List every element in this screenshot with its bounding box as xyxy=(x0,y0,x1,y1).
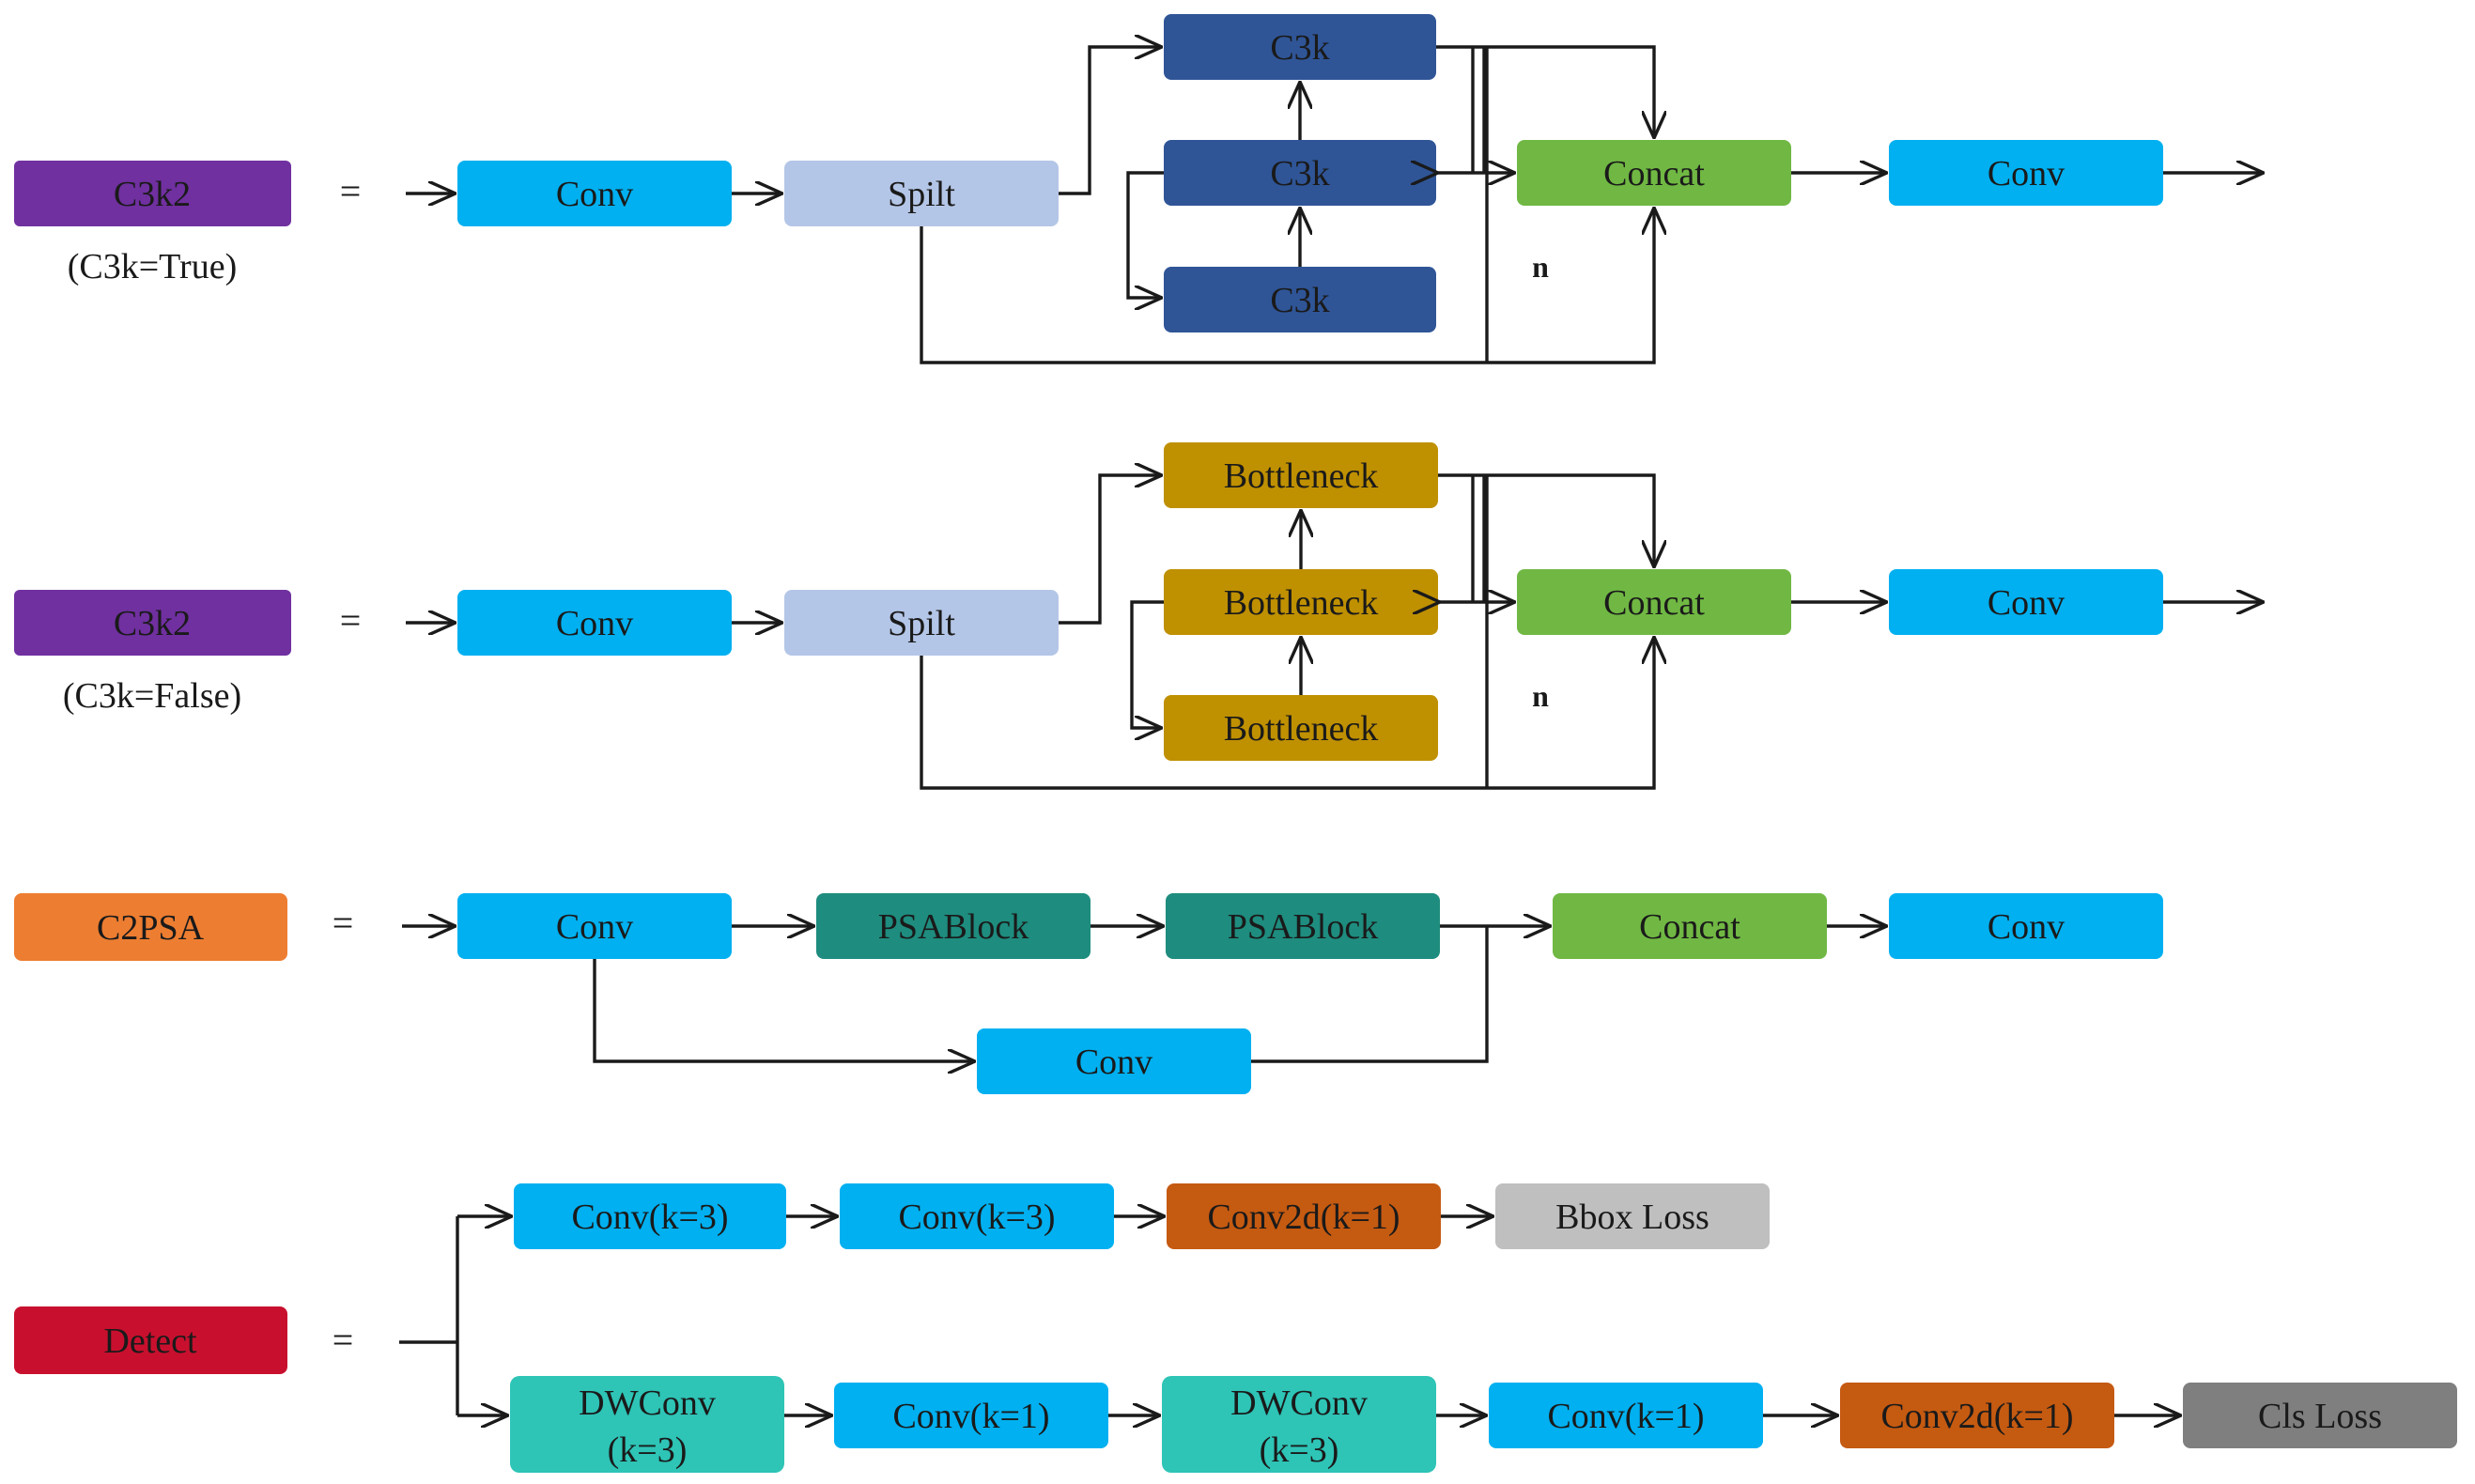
svg-text:DWConv: DWConv xyxy=(579,1384,716,1423)
svg-text:Conv: Conv xyxy=(1988,154,2065,193)
svg-text:C3k2: C3k2 xyxy=(114,604,191,643)
svg-text:Conv: Conv xyxy=(556,604,633,643)
detect-cls-conv-1: Conv(k=1) xyxy=(834,1383,1108,1448)
detect-bbox-conv-2: Conv(k=3) xyxy=(840,1183,1114,1249)
svg-text:Conv(k=1): Conv(k=1) xyxy=(1547,1397,1704,1436)
svg-text:Cls Loss: Cls Loss xyxy=(2258,1397,2382,1436)
svg-text:Bottleneck: Bottleneck xyxy=(1224,709,1379,749)
svg-text:Spilt: Spilt xyxy=(888,175,955,214)
c3k-block-top: C3k xyxy=(1164,14,1436,80)
svg-text:(k=3): (k=3) xyxy=(1260,1430,1339,1470)
c3k2-true-conv-out-box: Conv xyxy=(1889,140,2163,206)
svg-text:Conv: Conv xyxy=(1988,583,2065,623)
c3k2-false-n-label: n xyxy=(1532,679,1549,713)
c2psa-label-box: C2PSA xyxy=(14,893,287,961)
detect-connectors xyxy=(399,1216,2181,1415)
svg-text:Conv(k=1): Conv(k=1) xyxy=(892,1397,1049,1436)
row-c2psa: C2PSA = Conv PSABlock PSABlock Concat Co… xyxy=(14,893,2163,1094)
svg-text:Concat: Concat xyxy=(1603,583,1705,623)
c3k2-false-label-box: C3k2 xyxy=(14,590,291,656)
svg-text:PSABlock: PSABlock xyxy=(1228,907,1378,947)
psablock-2-box: PSABlock xyxy=(1166,893,1440,959)
detect-bbox-loss: Bbox Loss xyxy=(1495,1183,1770,1249)
c2psa-concat-box: Concat xyxy=(1553,893,1827,959)
svg-text:C3k: C3k xyxy=(1270,28,1329,68)
svg-text:C3k: C3k xyxy=(1270,154,1329,193)
c3k2-false-concat-box: Concat xyxy=(1517,569,1791,635)
svg-text:Detect: Detect xyxy=(103,1322,197,1361)
svg-text:Conv: Conv xyxy=(556,907,633,947)
svg-text:Conv(k=3): Conv(k=3) xyxy=(898,1198,1055,1237)
c3k2-true-label-box: C3k2 xyxy=(14,161,291,226)
svg-text:Concat: Concat xyxy=(1603,154,1705,193)
bottleneck-block-top: Bottleneck xyxy=(1164,442,1438,508)
c2psa-conv-out-box: Conv xyxy=(1889,893,2163,959)
svg-text:PSABlock: PSABlock xyxy=(878,907,1029,947)
svg-text:Conv: Conv xyxy=(1988,907,2065,947)
svg-text:Bbox Loss: Bbox Loss xyxy=(1555,1198,1709,1237)
svg-text:Conv: Conv xyxy=(1075,1043,1152,1082)
c3k2-true-n-label: n xyxy=(1532,250,1549,284)
svg-text:Conv: Conv xyxy=(556,175,633,214)
svg-text:Bottleneck: Bottleneck xyxy=(1224,583,1379,623)
c3k2-true-connectors xyxy=(406,47,2264,364)
bottleneck-block-bottom: Bottleneck xyxy=(1164,695,1438,761)
svg-text:C3k2: C3k2 xyxy=(114,175,191,214)
c3k2-false-split-box: Spilt xyxy=(784,590,1059,656)
svg-text:Conv2d(k=1): Conv2d(k=1) xyxy=(1207,1198,1400,1237)
svg-text:Conv2d(k=1): Conv2d(k=1) xyxy=(1880,1397,2073,1436)
c3k2-false-conv-box: Conv xyxy=(457,590,732,656)
c3k2-false-connectors xyxy=(406,475,2264,790)
equals-sign: = xyxy=(340,170,362,212)
svg-text:Spilt: Spilt xyxy=(888,604,955,643)
svg-text:C3k: C3k xyxy=(1270,281,1329,320)
detect-cls-dwconv-1: DWConv (k=3) xyxy=(510,1376,784,1473)
equals-sign: = xyxy=(333,902,354,944)
c3k2-true-subtitle: (C3k=True) xyxy=(68,247,237,286)
c3k2-false-conv-out-box: Conv xyxy=(1889,569,2163,635)
c3k2-true-conv-box: Conv xyxy=(457,161,732,226)
c3k2-true-concat-box: Concat xyxy=(1517,140,1791,206)
detect-label-box: Detect xyxy=(14,1306,287,1374)
svg-text:DWConv: DWConv xyxy=(1230,1384,1368,1423)
c3k2-true-split-box: Spilt xyxy=(784,161,1059,226)
c3k-block-bottom: C3k xyxy=(1164,267,1436,332)
svg-text:Concat: Concat xyxy=(1639,907,1740,947)
bottleneck-block-middle: Bottleneck xyxy=(1164,569,1438,635)
detect-bbox-conv-1: Conv(k=3) xyxy=(514,1183,786,1249)
detect-cls-conv2d: Conv2d(k=1) xyxy=(1840,1383,2114,1448)
svg-text:(k=3): (k=3) xyxy=(608,1430,688,1470)
row-c3k2-false: C3k2 (C3k=False) = Conv Spilt Bottleneck… xyxy=(14,442,2264,790)
c2psa-conv-box: Conv xyxy=(457,893,732,959)
svg-text:Conv(k=3): Conv(k=3) xyxy=(571,1198,728,1237)
svg-text:Bottleneck: Bottleneck xyxy=(1224,456,1379,496)
detect-cls-conv-2: Conv(k=1) xyxy=(1489,1383,1763,1448)
c2psa-connectors xyxy=(402,926,1887,1061)
c3k2-false-subtitle: (C3k=False) xyxy=(63,676,241,716)
c2psa-conv-skip-box: Conv xyxy=(977,1028,1251,1094)
equals-sign: = xyxy=(333,1319,354,1361)
svg-text:C2PSA: C2PSA xyxy=(97,908,205,948)
c3k-block-middle: C3k xyxy=(1164,140,1436,206)
detect-cls-loss: Cls Loss xyxy=(2183,1383,2457,1448)
row-c3k2-true: C3k2 (C3k=True) = Conv Spilt C3k C3k C3k… xyxy=(14,14,2264,364)
psablock-1-box: PSABlock xyxy=(816,893,1091,959)
detect-cls-dwconv-2: DWConv (k=3) xyxy=(1162,1376,1436,1473)
detect-bbox-conv2d: Conv2d(k=1) xyxy=(1167,1183,1441,1249)
equals-sign: = xyxy=(340,599,362,642)
row-detect: Detect = Conv(k=3) Conv(k=3) Conv2d(k=1)… xyxy=(14,1183,2457,1473)
